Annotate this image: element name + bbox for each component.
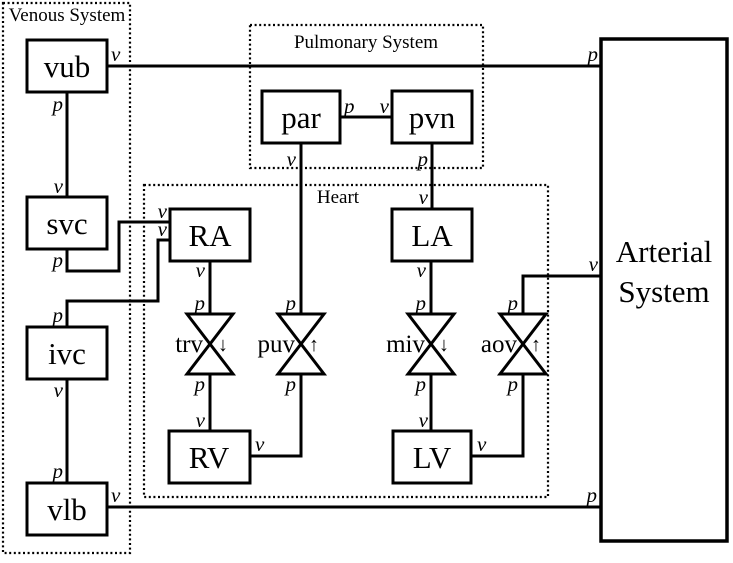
puv-valve-lower-triangle	[274, 341, 328, 376]
pvn-left-v-label: v	[380, 94, 390, 118]
rv-in-v-label: v	[196, 408, 206, 432]
aov-flow-arrow-icon: ↑	[531, 334, 541, 356]
ivc-label: ivc	[48, 336, 86, 371]
puv-rv-line	[250, 372, 303, 458]
ivc-top-p-label: p	[51, 303, 64, 327]
aov-valve	[496, 312, 550, 376]
rv-block	[167, 429, 252, 485]
vub-block	[25, 38, 109, 94]
rv-out-v-label: v	[255, 432, 265, 456]
la-label: LA	[411, 218, 453, 253]
lv-label: LV	[413, 440, 452, 475]
la-out-v-label: v	[417, 258, 427, 282]
puv-flow-arrow-icon: ↑	[309, 334, 319, 356]
aov-valve-lower-triangle	[496, 341, 550, 376]
vub-out-v-label: v	[111, 42, 121, 66]
ra-block	[168, 207, 252, 263]
aov-arterial-line	[521, 274, 601, 316]
puv-valve-label: puv	[258, 331, 296, 358]
la-in-v-label: v	[419, 185, 429, 209]
pvn-bottom-p-label: p	[416, 147, 429, 171]
ra-label: RA	[188, 218, 232, 253]
vlb-out-v-label: v	[111, 483, 121, 507]
miv-flow-arrow-icon: ↓	[439, 334, 449, 356]
svc-block	[25, 195, 109, 251]
vub-label: vub	[44, 49, 91, 84]
heart-title: Heart	[317, 187, 360, 208]
venous-system-box	[1, 1, 132, 555]
trv-in-p-label: p	[193, 291, 206, 315]
lv-out-v-label: v	[477, 432, 487, 456]
par-label: par	[281, 100, 321, 135]
ra-out-v-label: v	[196, 258, 206, 282]
ivc-bottom-v-label: v	[54, 378, 64, 402]
rv-label: RV	[189, 440, 230, 475]
arterial-bottom-p-label: p	[585, 483, 598, 507]
ra-in1-v-label: v	[158, 199, 168, 223]
puv-out-p-label: p	[284, 291, 297, 315]
aov-valve-upper-triangle	[496, 312, 550, 347]
svc-ra-line	[65, 220, 170, 273]
trv-valve-upper-triangle	[183, 312, 237, 347]
puv-valve	[274, 312, 328, 376]
aov-out-p-label: p	[506, 291, 519, 315]
miv-valve	[404, 312, 458, 376]
par-block	[260, 89, 342, 145]
aov-in-p-label: p	[506, 372, 519, 396]
vlb-label: vlb	[47, 492, 87, 527]
miv-in-p-label: p	[414, 291, 427, 315]
miv-valve-label: miv	[386, 331, 425, 358]
svc-bottom-p-label: p	[51, 248, 64, 272]
ra-in2-v-label: v	[158, 217, 168, 241]
pvn-block	[390, 89, 474, 145]
ra-ivc-line	[65, 238, 170, 327]
svc-top-v-label: v	[54, 174, 64, 198]
trv-valve-label: trv	[175, 331, 203, 358]
puv-in-p-label: p	[284, 372, 297, 396]
vlb-top-p-label: p	[51, 459, 64, 483]
miv-valve-upper-triangle	[404, 312, 458, 347]
vlb-block	[25, 481, 109, 537]
arterial-system-title-line2: System	[618, 274, 709, 309]
par-bottom-v-label: v	[287, 147, 297, 171]
lv-in-v-label: v	[419, 408, 429, 432]
miv-out-p-label: p	[414, 372, 427, 396]
pvn-label: pvn	[409, 100, 456, 135]
lv-block	[391, 429, 473, 485]
trv-valve	[183, 312, 237, 376]
arterial-system-title-line1: Arterial	[616, 234, 712, 269]
trv-valve-lower-triangle	[183, 341, 237, 376]
arterial-system-block	[599, 37, 729, 543]
heart-box	[142, 183, 550, 499]
puv-valve-upper-triangle	[274, 312, 328, 347]
par-right-p-label: p	[342, 94, 355, 118]
pulmonary-system-title: Pulmonary System	[294, 32, 438, 53]
vub-bottom-p-label: p	[51, 92, 64, 116]
arterial-top-p-label: p	[586, 42, 599, 66]
pulmonary-system-box	[248, 23, 485, 170]
trv-out-p-label: p	[193, 372, 206, 396]
la-block	[390, 207, 474, 263]
aov-valve-label: aov	[481, 331, 518, 358]
lv-aov-line	[471, 372, 525, 458]
svc-label: svc	[46, 206, 87, 241]
trv-flow-arrow-icon: ↓	[218, 334, 228, 356]
ivc-block	[25, 325, 109, 381]
venous-system-title: Venous System	[9, 5, 126, 26]
miv-valve-lower-triangle	[404, 341, 458, 376]
arterial-left-v-label: v	[589, 252, 599, 276]
